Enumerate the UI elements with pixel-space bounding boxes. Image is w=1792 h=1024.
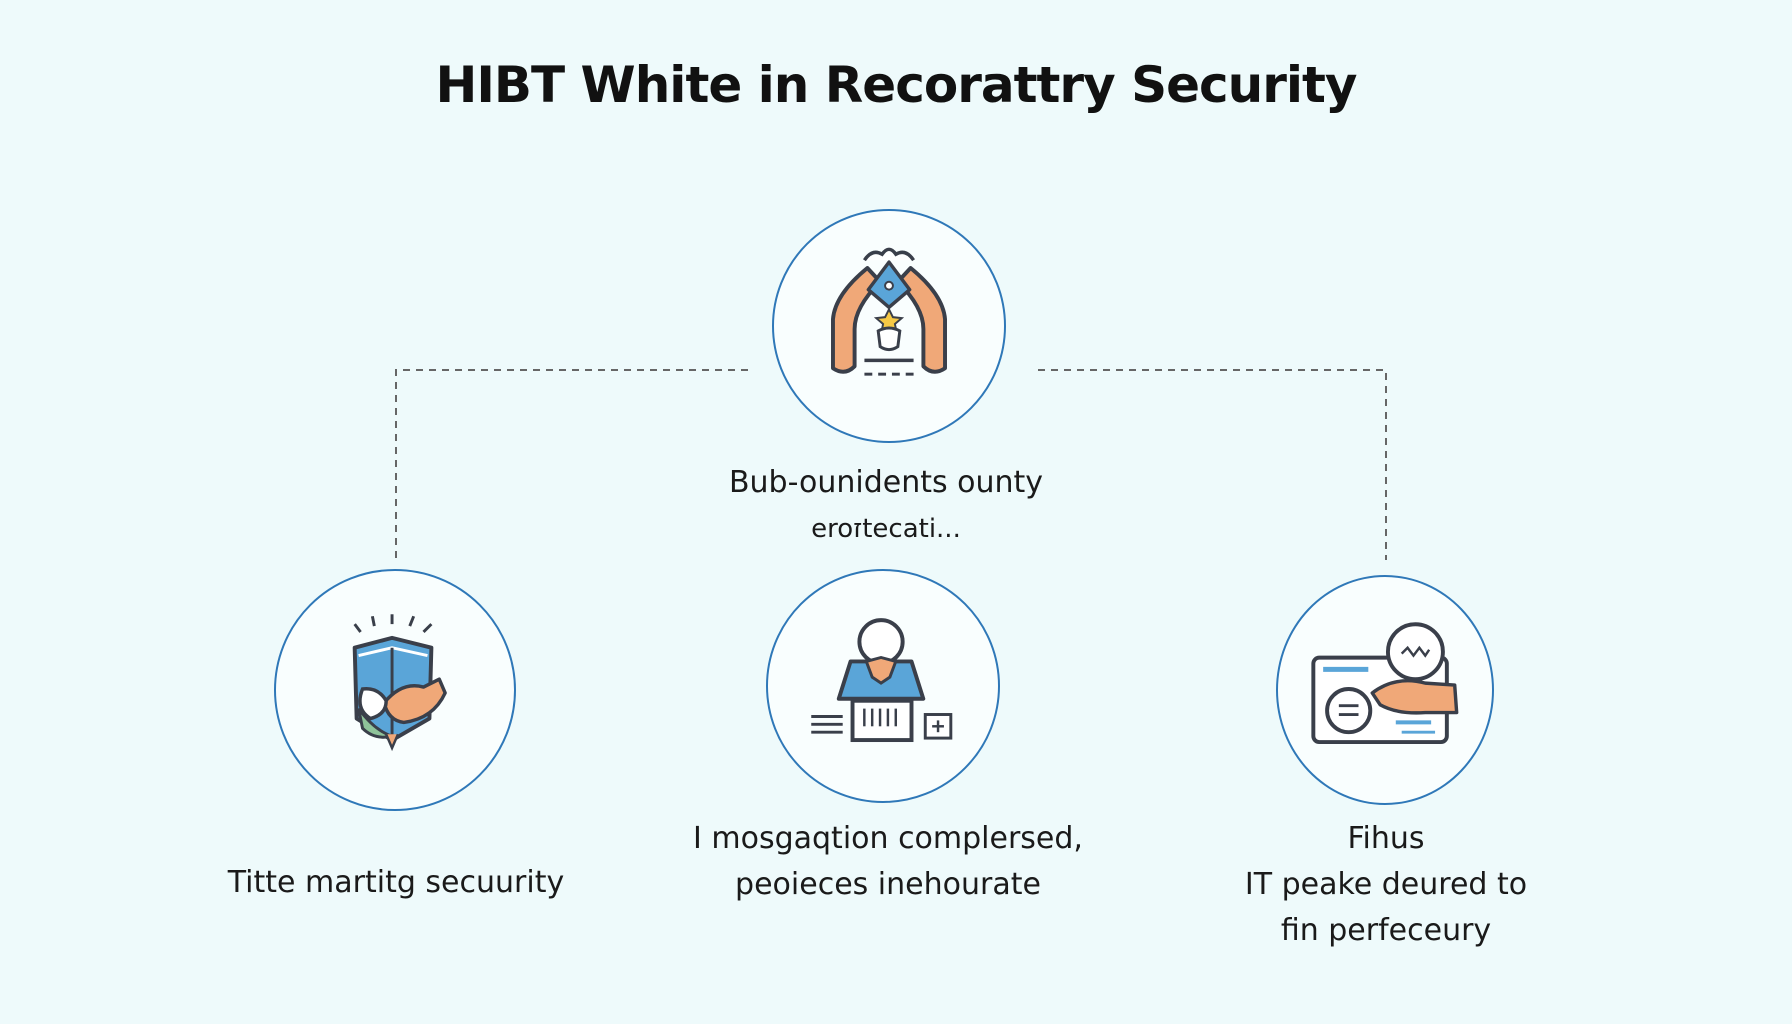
book-shield-icon	[352, 614, 447, 752]
node-top-label-line-2: eroזtecati...	[811, 514, 961, 544]
node-right-label-line-1: Fihus	[1347, 821, 1425, 856]
person-laptop-icon	[811, 618, 953, 743]
node-top-circle	[772, 209, 1006, 443]
node-right-label: Fihus IT peake deured to fin perfeceury	[1136, 816, 1636, 954]
node-middle-label: I mosgaqtion complersed, peoieces inehou…	[638, 816, 1138, 908]
node-middle-circle	[766, 569, 1000, 803]
node-middle-label-line-2: peoieces inehourate	[735, 867, 1041, 902]
node-right-label-line-3: fin perfeceury	[1280, 913, 1492, 948]
node-middle-label-line-1: I mosgaqtion complersed,	[693, 821, 1083, 856]
hands-shield-icon	[831, 247, 947, 376]
node-top-label-line-1: Bub-ounidents ounty	[728, 465, 1044, 500]
node-right-circle	[1276, 575, 1494, 805]
node-left-circle	[274, 569, 516, 811]
card-hand-icon	[1311, 622, 1459, 744]
node-left-label: Titte martitg secuurity	[186, 860, 606, 906]
node-top-label: Bub-ounidents ounty eroזtecati...	[636, 460, 1136, 552]
diagram-title: HIBT White in Recorattry Security	[435, 56, 1357, 114]
node-left-label-line-1: Titte martitg secuurity	[227, 865, 565, 900]
node-right-label-line-2: IT peake deured to	[1244, 867, 1528, 902]
